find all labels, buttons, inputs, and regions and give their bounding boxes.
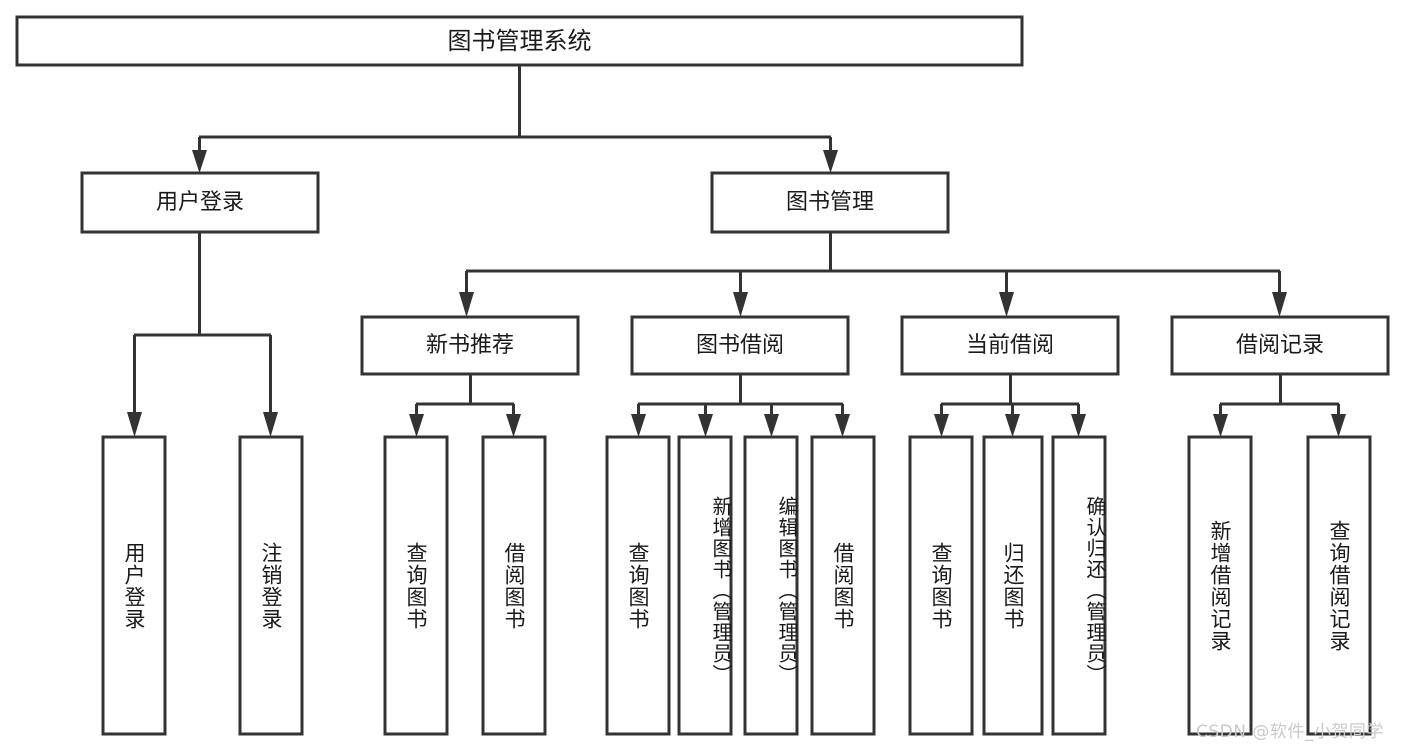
node-leaf-query-book-2[interactable] xyxy=(605,435,671,736)
node-label-current-borrow: 当前借阅 xyxy=(966,333,1054,358)
arrowhead-leaf-borrow-book-2 xyxy=(835,414,850,437)
node-label-borrow-record: 借阅记录 xyxy=(1236,333,1324,358)
node-label-user-login: 用户登录 xyxy=(156,190,244,215)
node-label-new-book-rec: 新书推荐 xyxy=(426,333,514,358)
csdn-watermark: CSDN @软件_小贺同学 xyxy=(1196,722,1384,742)
arrowhead-leaf-edit-book xyxy=(764,414,779,437)
node-leaf-edit-book[interactable] xyxy=(743,435,799,736)
node-leaf-logout[interactable] xyxy=(238,435,304,736)
node-new-book-rec[interactable] xyxy=(360,315,580,376)
arrowhead-leaf-query-book-2 xyxy=(631,414,646,437)
node-label-book-borrow: 图书借阅 xyxy=(696,333,784,358)
arrowhead-leaf-add-record xyxy=(1213,414,1228,437)
arrowhead-new-book-rec xyxy=(459,292,474,317)
node-current-borrow[interactable] xyxy=(900,315,1120,376)
node-leaf-add-record[interactable] xyxy=(1187,435,1253,736)
arrowhead-current-borrow xyxy=(999,292,1014,317)
node-book-manage[interactable] xyxy=(710,171,950,234)
arrowhead-leaf-query-record xyxy=(1331,414,1346,437)
arrowhead-leaf-add-book xyxy=(698,414,713,437)
connector-layer xyxy=(127,65,1346,437)
arrowhead-leaf-return-book xyxy=(1005,414,1020,437)
arrowhead-user-login xyxy=(192,150,207,173)
node-leaf-query-book-3[interactable] xyxy=(908,435,974,736)
node-leaf-confirm-return[interactable] xyxy=(1051,435,1107,736)
node-label-book-management-system: 图书管理系统 xyxy=(448,27,592,55)
arrowhead-leaf-query-book-3 xyxy=(934,414,949,437)
arrowhead-book-manage xyxy=(823,150,838,173)
node-borrow-record[interactable] xyxy=(1170,315,1390,376)
arrowhead-leaf-logout xyxy=(263,412,278,437)
arrowhead-leaf-confirm-return xyxy=(1071,414,1086,437)
node-leaf-query-book-1[interactable] xyxy=(383,435,449,736)
node-book-management-system[interactable] xyxy=(15,15,1024,67)
arrowhead-leaf-borrow-book-1 xyxy=(506,414,521,437)
node-label-book-manage: 图书管理 xyxy=(786,190,874,215)
arrowhead-leaf-query-book-1 xyxy=(409,414,424,437)
node-leaf-add-book[interactable] xyxy=(677,435,733,736)
node-leaf-return-book[interactable] xyxy=(982,435,1044,736)
node-leaf-user-login[interactable] xyxy=(101,435,167,736)
node-leaf-borrow-book-2[interactable] xyxy=(810,435,876,736)
arrowhead-leaf-user-login xyxy=(127,412,142,437)
node-user-login[interactable] xyxy=(80,171,320,234)
arrowhead-book-borrow xyxy=(733,292,748,317)
node-leaf-borrow-book-1[interactable] xyxy=(481,435,547,736)
node-layer: 图书管理系统 用户登录 图书管理 新书推荐 图书借阅 当前借阅 借阅记录 xyxy=(15,15,1390,736)
node-book-borrow[interactable] xyxy=(630,315,850,376)
node-leaf-query-record[interactable] xyxy=(1306,435,1372,736)
arrowhead-borrow-record xyxy=(1272,292,1287,317)
